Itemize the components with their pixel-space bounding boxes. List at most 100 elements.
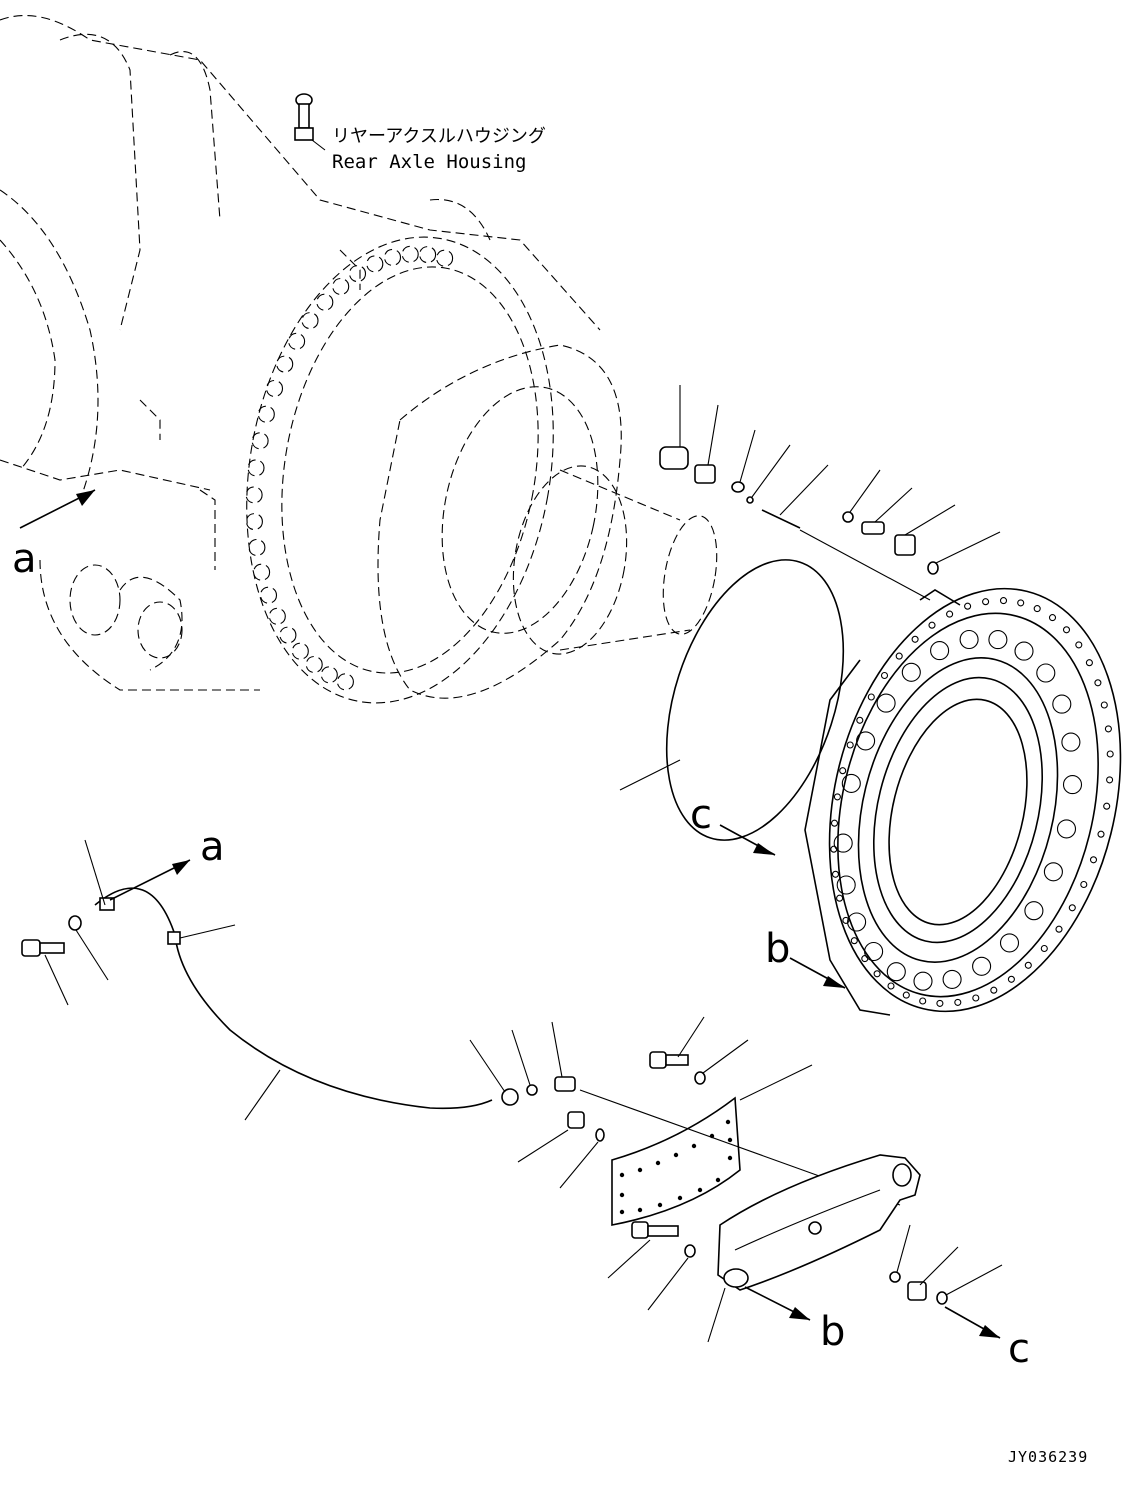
cover-hole: [677, 1195, 683, 1201]
hole: [245, 486, 263, 504]
hole: [288, 332, 306, 350]
hole: [247, 459, 265, 477]
washer-left: [68, 915, 82, 931]
hole: [830, 819, 839, 827]
hole: [1100, 701, 1108, 709]
reference-a-pipe: a: [109, 824, 225, 901]
adapter: [694, 464, 716, 484]
hole: [1043, 862, 1063, 882]
hole: [867, 693, 875, 701]
bleeder: [567, 1111, 585, 1129]
hole: [1017, 599, 1025, 607]
reference-b-bracket: b: [744, 1286, 845, 1355]
hole: [831, 870, 840, 878]
connector: [861, 521, 885, 535]
bracket-plug: [907, 1281, 927, 1301]
pipe-end-fittings: [469, 1021, 605, 1189]
hole: [1106, 750, 1114, 758]
hole: [305, 655, 323, 674]
housing-label-en: Rear Axle Housing: [332, 151, 526, 173]
hole: [999, 597, 1008, 605]
cover-hole: [697, 1187, 703, 1193]
cover-hole: [657, 1202, 663, 1208]
cover-bolt-top: [649, 1016, 749, 1085]
cover-hole: [727, 1137, 733, 1143]
hole: [864, 941, 884, 962]
plug-nut: [659, 446, 689, 470]
pipe-clamp-bolt: [21, 915, 109, 1006]
ref-mark-c-bottom: c: [1008, 1326, 1030, 1372]
hole: [1055, 925, 1063, 933]
hole: [265, 379, 284, 398]
cover-hole: [619, 1172, 625, 1178]
hub-plate: [377, 344, 622, 699]
hole: [276, 355, 294, 373]
hole: [902, 991, 910, 999]
hole: [988, 630, 1008, 650]
hole: [942, 969, 962, 989]
hole: [946, 610, 954, 618]
hole: [1085, 659, 1093, 667]
fittings-top-row: [659, 385, 1001, 601]
carrier-hole-ring: [830, 597, 1114, 1007]
sleeve-nut: [501, 1088, 519, 1106]
o-ring-large: [619, 559, 845, 841]
o-ring-small-3: [927, 561, 939, 575]
reference-a-left: a: [12, 489, 96, 582]
hole: [856, 731, 876, 751]
housing-flange: [245, 236, 554, 704]
pipe-elbow: [554, 1076, 576, 1092]
hole: [982, 598, 990, 606]
hole: [886, 962, 906, 982]
hole: [876, 693, 896, 713]
o-ring-bracket-1: [889, 1271, 901, 1283]
hole: [847, 912, 867, 932]
hole: [251, 432, 269, 450]
flange-bolt-ring: [245, 245, 454, 691]
cover-hole: [727, 1155, 733, 1161]
hole: [348, 265, 367, 283]
o-ring-small-1: [731, 481, 745, 493]
ref-mark-a-left: a: [12, 536, 37, 582]
drawing-code: JY036239: [1008, 1448, 1088, 1466]
hole: [833, 833, 853, 853]
hole: [436, 249, 454, 267]
hole: [1052, 694, 1072, 714]
hole: [1014, 641, 1034, 661]
hole: [316, 293, 334, 311]
cover-hole: [655, 1160, 661, 1166]
reference-c-bottom: c: [944, 1306, 1030, 1372]
hole: [873, 970, 881, 978]
hole: [332, 277, 350, 296]
cover-hole: [673, 1152, 679, 1158]
hole: [1040, 944, 1048, 953]
hole: [1033, 605, 1041, 613]
hole: [846, 741, 854, 749]
hole: [1104, 725, 1112, 733]
cover-hole: [637, 1207, 643, 1213]
hole: [401, 245, 419, 263]
hole: [850, 937, 858, 945]
hole: [972, 994, 980, 1002]
hole: [1094, 679, 1102, 687]
ref-mark-b-carrier: b: [765, 926, 790, 972]
brake-carrier: [804, 587, 1122, 1016]
cover-plate: [579, 1064, 901, 1226]
hole: [990, 986, 998, 994]
hole: [1024, 901, 1044, 921]
cover-hole: [715, 1177, 721, 1183]
hole: [901, 662, 921, 682]
hole: [999, 933, 1020, 953]
hole: [301, 312, 319, 330]
hole: [257, 405, 275, 423]
cover-hole: [619, 1192, 625, 1198]
o-ring-small-2: [746, 496, 754, 504]
plug-small: [842, 511, 854, 523]
hole: [366, 255, 384, 273]
washer-lower: [684, 1244, 696, 1258]
brake-pipe: [84, 839, 493, 1121]
hole: [842, 916, 850, 924]
hole: [1075, 641, 1083, 649]
hole: [1097, 830, 1105, 838]
